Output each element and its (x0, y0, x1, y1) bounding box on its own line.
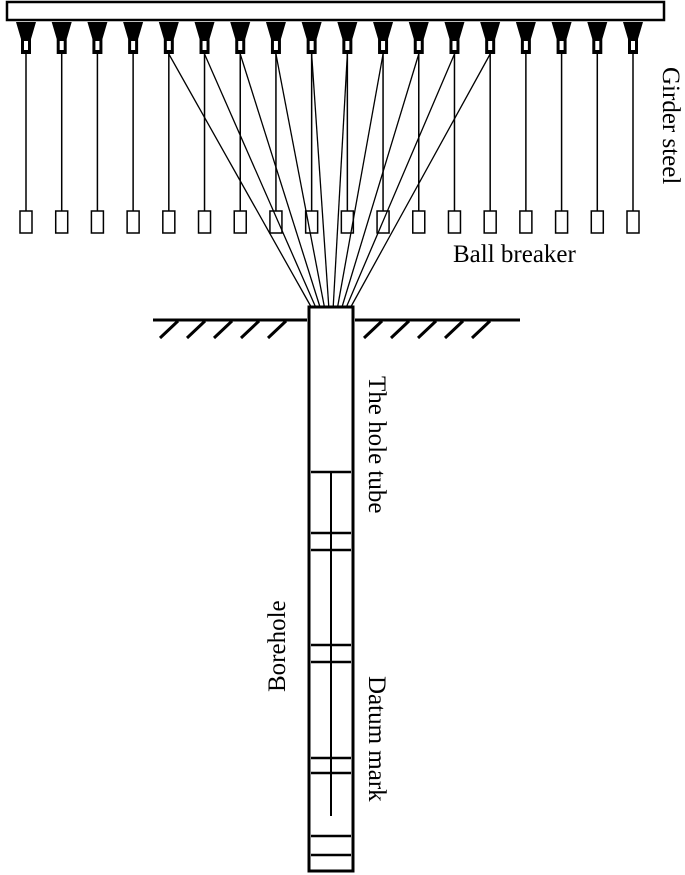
clamp-icon (623, 22, 643, 54)
clamp-slot (416, 41, 421, 50)
clamp-slot (59, 41, 64, 50)
label-datum-mark: Datum mark (363, 676, 390, 802)
ball-breaker (590, 210, 605, 234)
ball-breaker (126, 210, 140, 234)
converging-wire (275, 53, 326, 308)
converging-wire (341, 53, 420, 308)
clamp-slot (309, 41, 314, 50)
clamp-slot (488, 41, 493, 50)
clamp-icon (87, 22, 108, 54)
clamp-icon (158, 22, 179, 54)
ball-breaker (54, 210, 69, 234)
clamp-icon (301, 22, 322, 54)
converging-wire (239, 53, 321, 308)
clamp-slot (24, 41, 28, 50)
ground-surface (153, 318, 520, 340)
label-ball-breaker: Ball breaker (453, 241, 577, 268)
ball-breaker (626, 210, 640, 234)
ball-breaker (162, 210, 176, 234)
label-hole-tube: The hole tube (363, 376, 390, 513)
clamp-icon (444, 22, 465, 54)
clamp-icon (51, 22, 72, 54)
ball-breaker (304, 210, 319, 234)
clamp-icon (16, 22, 36, 54)
clamp-slot (345, 41, 350, 50)
converging-wire (350, 53, 491, 308)
ball-breaker (233, 210, 247, 234)
converging-wire (310, 53, 330, 308)
ball-breaker (197, 210, 212, 234)
ball-breaker (519, 210, 533, 234)
hanger-group (16, 22, 643, 308)
ball-breaker (554, 210, 569, 234)
clamp-icon (194, 22, 215, 54)
hole-tube (307, 305, 355, 873)
clamp-slot (559, 41, 564, 50)
converging-wire (332, 53, 349, 308)
clamp-slot (202, 41, 207, 50)
clamp-slot (166, 41, 171, 50)
converging-wire (336, 53, 384, 308)
clamp-slot (95, 41, 100, 50)
clamp-slot (131, 41, 136, 50)
clamp-slot (273, 41, 278, 50)
ball-breaker (412, 210, 426, 234)
ball-breaker (447, 210, 462, 234)
clamp-slot (631, 41, 635, 50)
clamp-icon (587, 22, 608, 54)
ball-breaker (90, 210, 105, 234)
converging-wire (203, 53, 317, 308)
clamp-icon (480, 22, 501, 54)
ball-breaker (483, 210, 497, 234)
datum-mark-group (311, 531, 351, 857)
clamp-icon (373, 22, 394, 54)
label-borehole: Borehole (264, 600, 291, 692)
clamp-icon (265, 22, 286, 54)
converging-wire (345, 53, 456, 308)
clamp-slot (595, 41, 600, 50)
clamp-slot (523, 41, 528, 50)
converging-wire (168, 53, 312, 308)
girder-beam (5, 0, 666, 22)
ball-breaker (269, 210, 283, 234)
clamp-icon (551, 22, 572, 54)
clamp-icon (408, 22, 429, 54)
clamp-icon (123, 22, 144, 54)
clamp-slot (381, 41, 386, 50)
label-girder-steel: Girder steel (657, 67, 684, 184)
clamp-icon (230, 22, 251, 54)
clamp-slot (452, 41, 457, 50)
clamp-icon (337, 22, 358, 54)
clamp-icon (515, 22, 536, 54)
ball-breaker (19, 210, 33, 234)
clamp-slot (238, 41, 243, 50)
